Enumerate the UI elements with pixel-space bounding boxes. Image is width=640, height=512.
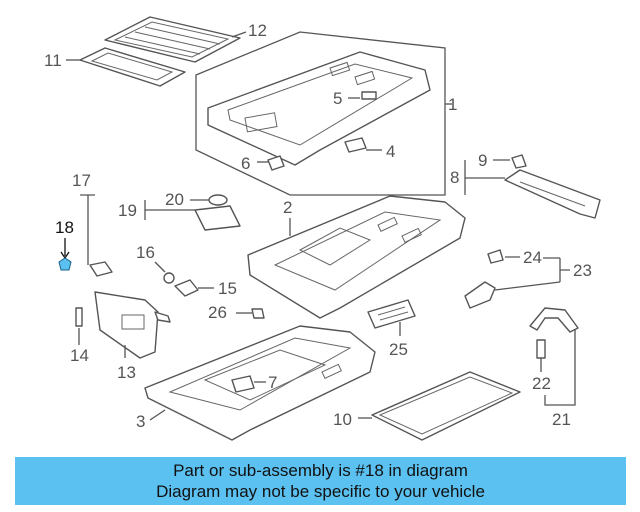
- part-16-bolt[interactable]: [163, 272, 175, 284]
- part-20-bulb[interactable]: [208, 194, 228, 206]
- leader-bracket: [494, 256, 570, 291]
- callout-9[interactable]: 9: [478, 151, 487, 170]
- leader-bracket: [464, 160, 505, 195]
- callout-13[interactable]: 13: [117, 363, 136, 382]
- leader-bracket: [144, 200, 195, 220]
- leader-bracket: [80, 194, 95, 265]
- grab-handle-21[interactable]: [529, 307, 579, 333]
- leader-bracket: [544, 330, 576, 406]
- part-14-screw[interactable]: [75, 307, 83, 327]
- callout-22[interactable]: 22: [532, 374, 551, 393]
- sunshade-panel-12[interactable]: [104, 16, 241, 63]
- callout-17[interactable]: 17: [72, 171, 91, 190]
- callout-20[interactable]: 20: [165, 190, 184, 209]
- part-7-clip[interactable]: [231, 375, 255, 393]
- part-22-screw[interactable]: [536, 339, 546, 359]
- callout-2[interactable]: 2: [283, 198, 292, 217]
- sunvisor-13[interactable]: [94, 291, 171, 359]
- caption-banner: Part or sub-assembly is #18 in diagram D…: [15, 457, 626, 505]
- callout-7[interactable]: 7: [268, 373, 277, 392]
- leader-line: [149, 409, 166, 421]
- sunroof-seal-10[interactable]: [371, 371, 521, 441]
- callout-10[interactable]: 10: [333, 410, 352, 429]
- callout-21[interactable]: 21: [552, 410, 571, 429]
- callout-6[interactable]: 6: [241, 154, 250, 173]
- callout-11[interactable]: 11: [44, 51, 62, 70]
- caption-line-2: Diagram may not be specific to your vehi…: [156, 482, 485, 501]
- callout-14[interactable]: 14: [70, 346, 89, 365]
- callout-3[interactable]: 3: [136, 412, 145, 431]
- callout-4[interactable]: 4: [386, 142, 395, 161]
- headliner-3[interactable]: [144, 325, 376, 441]
- part-19-lamp[interactable]: [194, 205, 241, 231]
- callout-26[interactable]: 26: [208, 303, 227, 322]
- leader-line: [154, 261, 166, 273]
- callout-18[interactable]: 18: [55, 218, 74, 237]
- part-23-bracket[interactable]: [464, 281, 496, 309]
- callout-16[interactable]: 16: [136, 243, 155, 262]
- group-outline-1: [195, 31, 446, 196]
- callout-25[interactable]: 25: [389, 340, 408, 359]
- callout-12[interactable]: 12: [248, 21, 267, 40]
- part-5-clip[interactable]: [361, 91, 377, 100]
- headliner-2[interactable]: [247, 195, 466, 319]
- callout-19[interactable]: 19: [118, 201, 137, 220]
- part-4-pad[interactable]: [344, 137, 367, 153]
- callout-1[interactable]: 1: [448, 95, 457, 114]
- part-17-holder[interactable]: [89, 261, 113, 277]
- part-15-hook[interactable]: [174, 279, 199, 297]
- headliner-1[interactable]: [207, 51, 431, 166]
- callout-23[interactable]: 23: [573, 261, 592, 280]
- part-8-rail[interactable]: [504, 169, 601, 219]
- leader-line: [231, 31, 247, 38]
- callout-8[interactable]: 8: [450, 168, 459, 187]
- callout-24[interactable]: 24: [523, 248, 542, 267]
- part-6-clip[interactable]: [267, 155, 285, 171]
- sunshade-panel-11[interactable]: [79, 47, 186, 87]
- part-25-vent[interactable]: [367, 299, 416, 329]
- part-26-fastener[interactable]: [251, 308, 265, 319]
- part-18-highlighted[interactable]: [58, 257, 72, 271]
- part-24-clip[interactable]: [487, 249, 504, 264]
- part-9-clip[interactable]: [511, 154, 527, 169]
- callout-15[interactable]: 15: [218, 279, 237, 298]
- caption-line-1: Part or sub-assembly is #18 in diagram: [173, 461, 468, 480]
- callout-5[interactable]: 5: [333, 89, 342, 108]
- parts-diagram: 12 11 1 5 4 6 9 8 17 18: [44, 16, 601, 441]
